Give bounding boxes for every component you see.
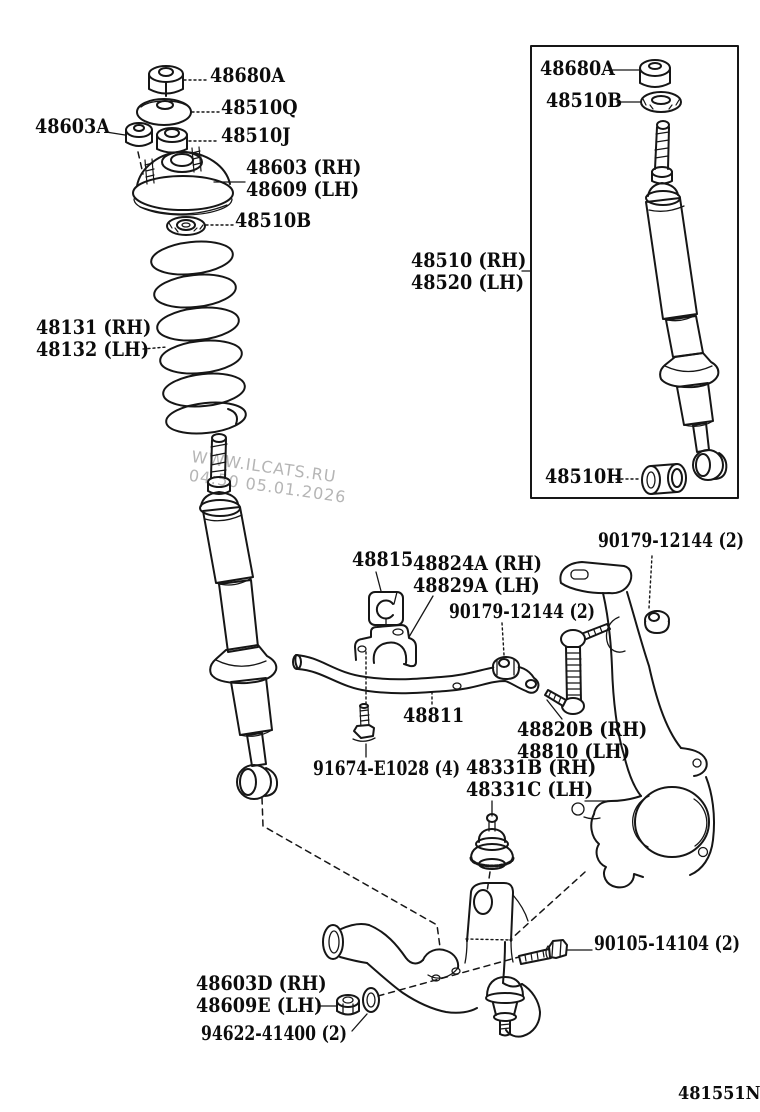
part-label-48603d-rh: 48603D (RH) <box>196 971 327 995</box>
part-label-48510b-box: 48510B <box>546 88 623 112</box>
part-label-48820b-rh: 48820B (RH) <box>517 717 648 741</box>
part-label-90179-top: 90179-12144 (2) <box>598 528 745 552</box>
part-label-48510h: 48510H <box>545 464 623 488</box>
part-label-48331b-rh: 48331B (RH) <box>466 755 597 779</box>
stabilizer-group <box>292 591 611 715</box>
part-label-48824a-rh: 48824A (RH) <box>413 551 542 575</box>
part-label-90179-mid: 90179-12144 (2) <box>449 599 596 623</box>
part-label-48609e-lh: 48609E (LH) <box>196 993 323 1017</box>
part-label-48810-lh: 48810 (LH) <box>517 739 631 763</box>
detail-box <box>530 45 739 499</box>
part-label-48603a: 48603A <box>35 114 110 138</box>
part-label-48680a-box: 48680A <box>540 56 615 80</box>
part-label-48829a-lh: 48829A (LH) <box>413 573 540 597</box>
part-label-48609-lh: 48609 (LH) <box>246 177 360 201</box>
part-label-48510q: 48510Q <box>221 95 298 119</box>
steering-knuckle <box>559 561 716 889</box>
part-label-48510b: 48510B <box>235 208 312 232</box>
part-label-48131-rh: 48131 (RH) <box>36 315 152 339</box>
part-label-48132-lh: 48132 (LH) <box>36 337 150 361</box>
part-label-91674: 91674-E1028 (4) <box>313 756 461 780</box>
part-label-48815: 48815 <box>352 547 414 571</box>
part-label-48520-lh: 48520 (LH) <box>411 270 525 294</box>
diagram-code: 481551N <box>678 1083 760 1104</box>
leader-lines <box>105 69 653 1032</box>
front-shock-absorber <box>199 433 279 800</box>
part-label-94622: 94622-41400 (2) <box>201 1021 348 1045</box>
part-label-48603-rh: 48603 (RH) <box>246 155 362 179</box>
part-label-48331c-lh: 48331C (LH) <box>466 777 594 801</box>
part-label-48510j: 48510J <box>221 123 291 147</box>
lower-control-arm-group <box>322 703 568 1038</box>
coil-spring <box>150 240 247 435</box>
part-label-48680a: 48680A <box>210 63 285 87</box>
part-label-90105: 90105-14104 (2) <box>594 931 741 955</box>
part-label-48811: 48811 <box>403 703 465 727</box>
strut-support-parts <box>125 65 234 236</box>
part-label-48510-rh: 48510 (RH) <box>411 248 527 272</box>
